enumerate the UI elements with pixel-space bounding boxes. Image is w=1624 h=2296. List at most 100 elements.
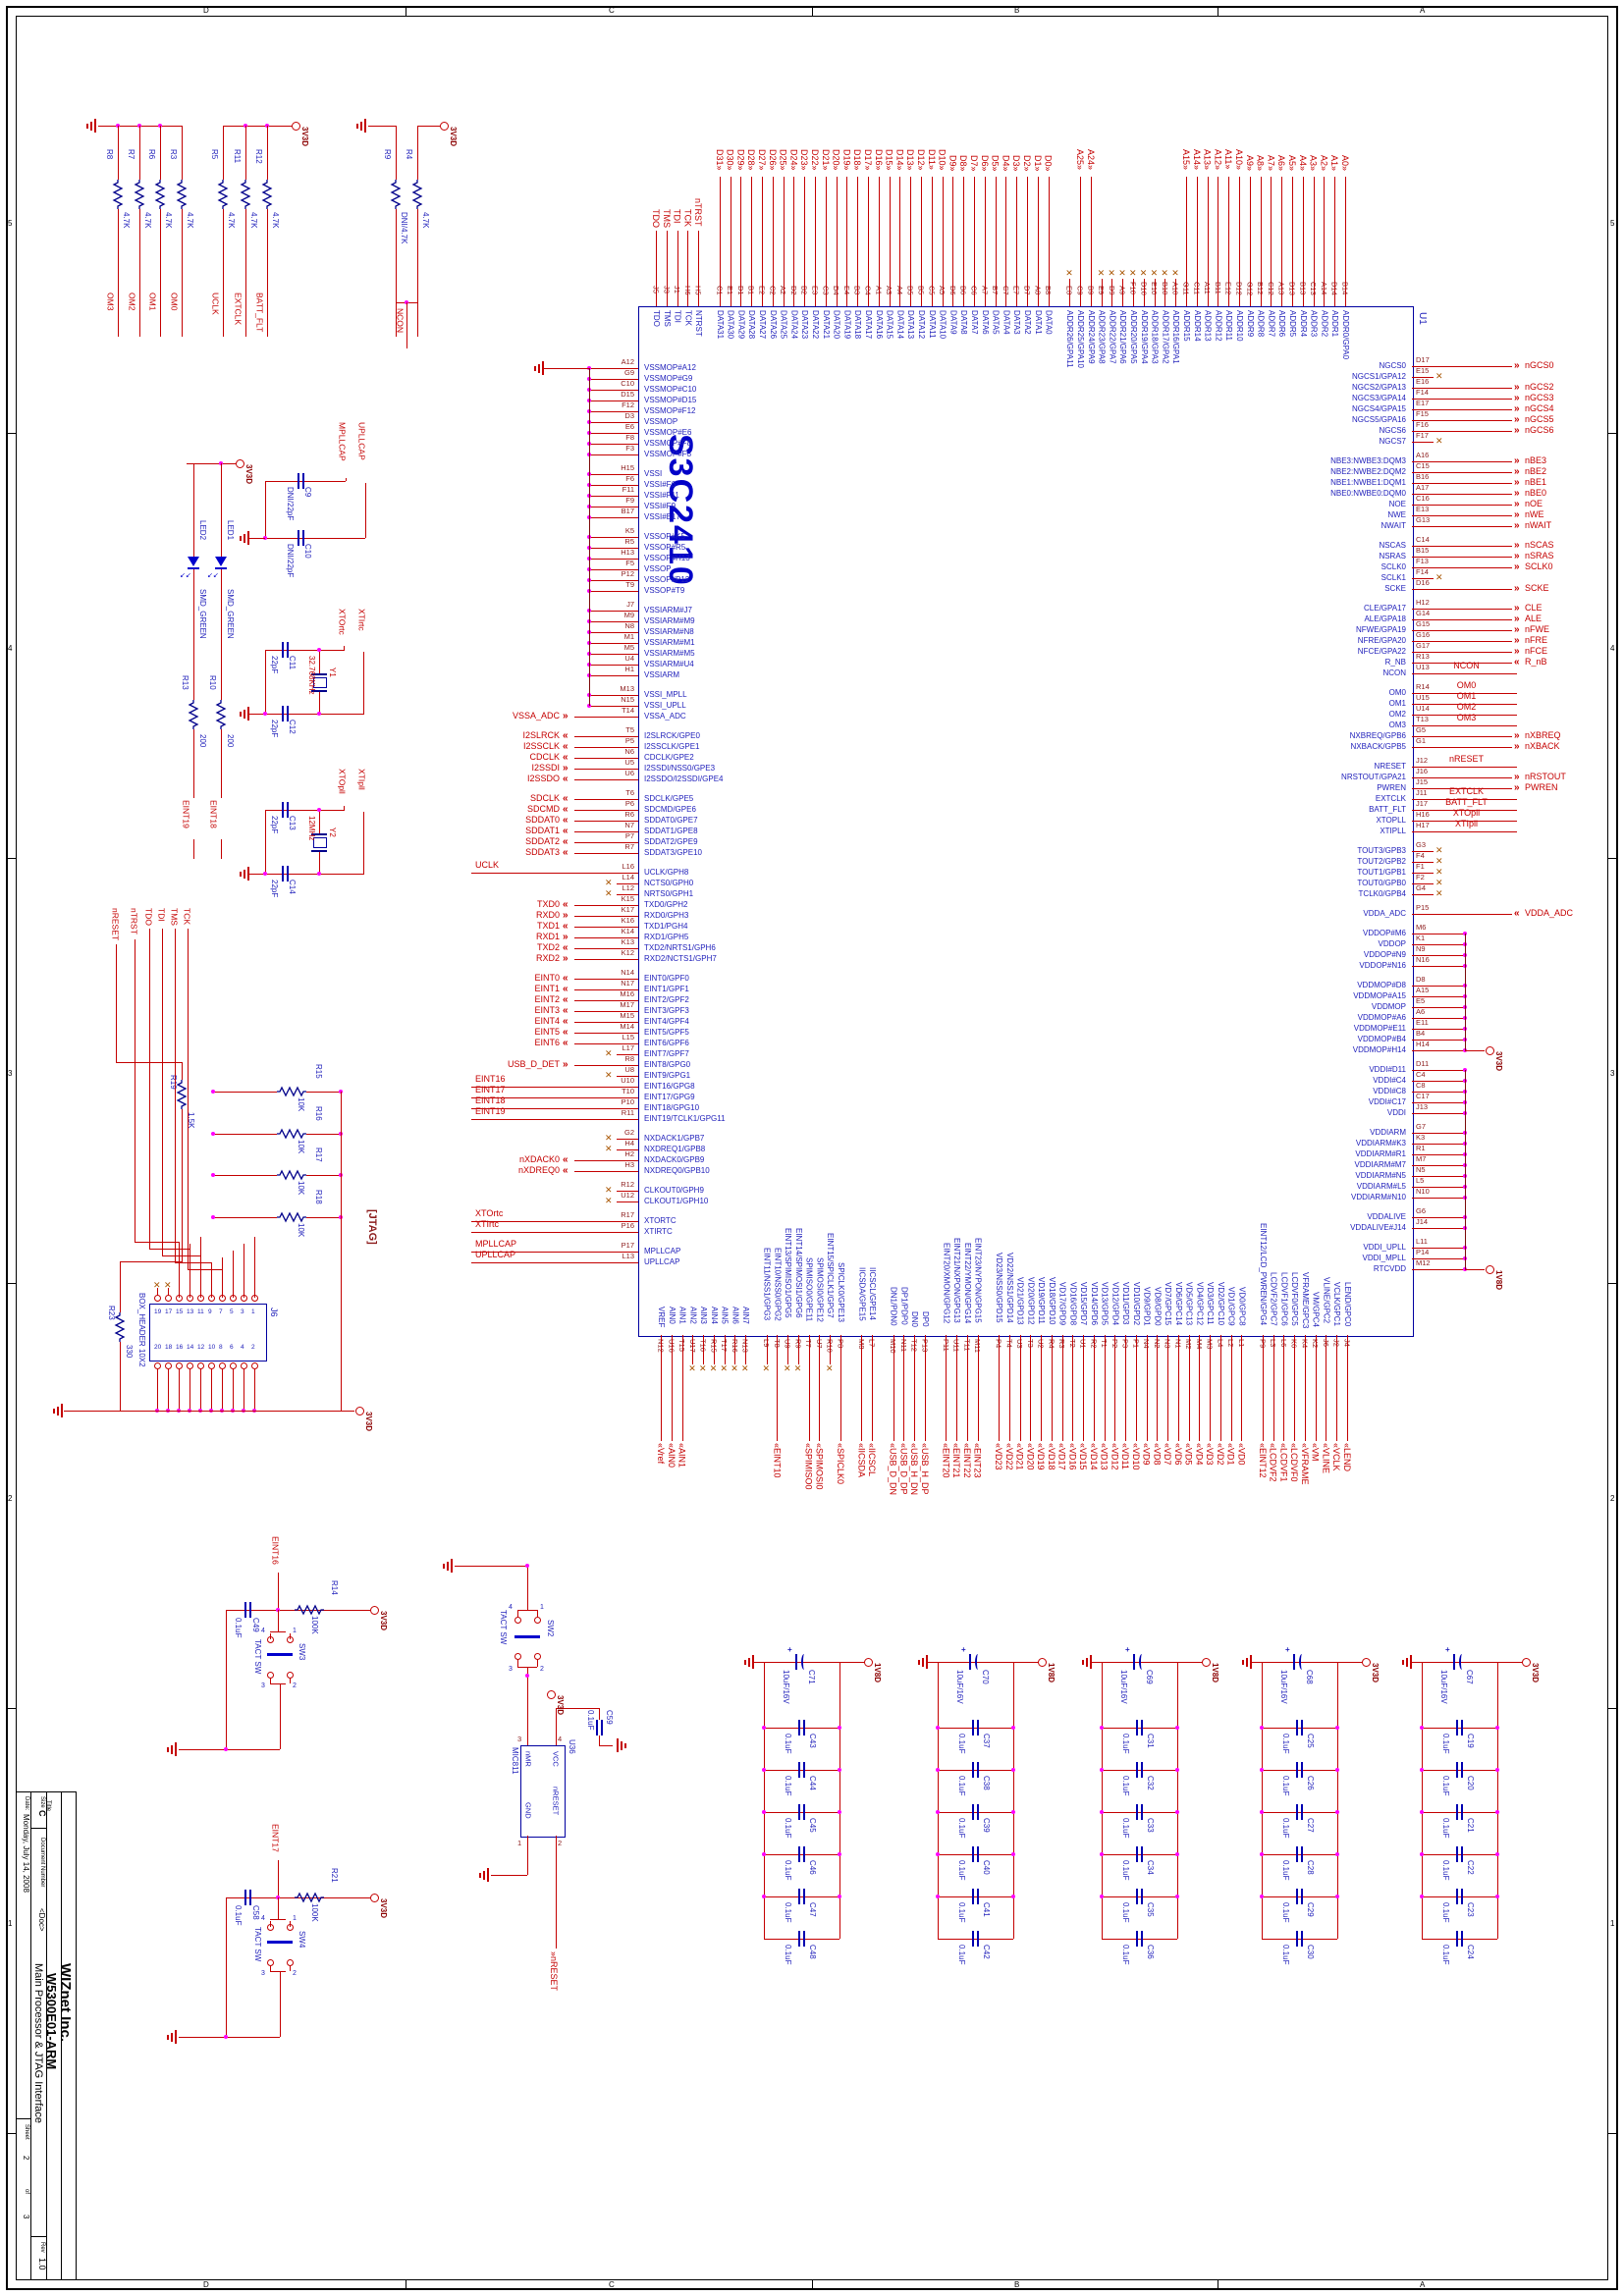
wire: [139, 209, 140, 337]
gnd-symbol: [244, 533, 245, 543]
net-label-AIN1: «AIN1: [677, 1443, 687, 1468]
pin-name-DATA6: DATA6: [980, 310, 990, 335]
pin-name-ADDR3: ADDR3: [1309, 310, 1319, 338]
wire: [517, 1610, 537, 1611]
pin-name-VSSMOP: VSSMOP: [644, 417, 678, 426]
cap-val: 0.1uF: [1121, 1945, 1130, 1965]
no-connect-x: ✕: [1435, 888, 1443, 898]
pin-name-IICSCL/GPE14: IICSCL/GPE14: [868, 1267, 877, 1320]
wire: [931, 177, 933, 306]
wire: [599, 1735, 600, 1745]
wire: [1175, 279, 1177, 306]
pin-number-L13: L13: [622, 1252, 634, 1260]
pin-number-C8: C8: [1416, 1081, 1426, 1090]
zone-letter: D: [203, 2280, 209, 2289]
net-label-D17: D17»: [863, 149, 873, 171]
wire: [471, 1232, 638, 1233]
wire: [1102, 1770, 1177, 1771]
xtal-ref: Y2: [328, 828, 337, 837]
pin-number-J14: J14: [1416, 1217, 1429, 1226]
junction-dot: [1175, 1895, 1179, 1898]
sheet-subtitle: Main Processor & JTAG Interface: [32, 1963, 44, 2124]
pin-name-ADDR4: ADDR4: [1298, 310, 1308, 338]
wire: [1412, 944, 1465, 945]
wire: [306, 1217, 341, 1218]
wire: [1412, 472, 1512, 473]
net-label-USB_D_DP: «USB_D_DP: [898, 1443, 909, 1495]
pin-name-SPIMOSI0/GPE12: SPIMOSI0/GPE12: [815, 1257, 825, 1322]
zone-letter: B: [1014, 6, 1020, 15]
net-label-VD23: «VD23: [994, 1443, 1003, 1470]
net-chevron: »: [1514, 561, 1520, 572]
wire: [221, 729, 222, 798]
power-symbol-1V8D: [1038, 1658, 1047, 1667]
cap-ref-C70: C70: [981, 1670, 990, 1684]
wire: [1337, 1662, 1363, 1663]
no-connect-x: ✕: [1139, 268, 1148, 278]
wire: [1196, 177, 1198, 306]
cap-val: 0.1uF: [1441, 1860, 1450, 1881]
net-label-EXTCLK: EXTCLK: [233, 293, 244, 326]
sheet-of-label: of: [24, 2189, 29, 2195]
xtal-plate: [311, 690, 327, 692]
cap-plate: [287, 802, 289, 818]
net-chevron: «: [563, 973, 568, 984]
net-label-EINT19: EINT19: [475, 1106, 506, 1116]
net-label-VD6: «VD6: [1172, 1443, 1183, 1466]
pin-name-LCDVF1/GPC6: LCDVF1/GPC6: [1279, 1272, 1289, 1326]
power-label-3V3D: 3V3D: [556, 1695, 565, 1716]
cap-plate: [798, 1720, 800, 1735]
junction-dot: [1011, 1768, 1015, 1772]
pin-name-NXDREQ1/GPB8: NXDREQ1/GPB8: [644, 1145, 706, 1153]
cap-ref: C12: [288, 720, 297, 734]
wire: [1005, 177, 1007, 306]
gnd-symbol: [86, 123, 88, 129]
wire: [139, 126, 140, 180]
pin-name-EINT9/GPG1: EINT9/GPG1: [644, 1071, 691, 1080]
zone-tick: [1608, 2133, 1618, 2134]
wire: [574, 979, 638, 980]
wire: [1262, 1335, 1264, 1441]
junction-dot: [211, 1215, 215, 1219]
cap-plate: [798, 1889, 800, 1904]
net-label-A5: A5»: [1287, 155, 1297, 172]
net-chevron: »: [1514, 382, 1520, 393]
wire: [1041, 1335, 1042, 1441]
no-connect-x: ✕: [1108, 268, 1115, 278]
pin-name-ADDR9: ADDR9: [1245, 310, 1255, 338]
cap-plate: [798, 1804, 800, 1820]
power-label-3V3D: 3V3D: [1531, 1663, 1540, 1683]
pin-number-M12: M12: [1416, 1258, 1431, 1267]
gnd-symbol: [90, 121, 92, 131]
junction-dot: [1420, 1852, 1424, 1856]
junction-dot: [1420, 1810, 1424, 1814]
resistor-symbol: [176, 1080, 188, 1109]
wire: [278, 1897, 279, 1919]
net-label-D14: D14»: [894, 149, 905, 171]
net-label-nBE2: nBE2: [1525, 466, 1547, 476]
zone-letter: D: [203, 6, 209, 15]
wire: [1412, 1165, 1465, 1166]
pin-name-EINT10/NSS0/GPG2: EINT10/NSS0/GPG2: [773, 1248, 783, 1321]
pin-name-NBE1:NWBE1:DQM1: NBE1:NWBE1:DQM1: [1330, 478, 1406, 487]
no-connect-x: ✕: [1065, 268, 1073, 278]
cap-ref-C71: C71: [807, 1670, 816, 1684]
wire: [1072, 1335, 1074, 1441]
gnd-symbol: [61, 1404, 63, 1417]
gnd-symbol: [447, 1561, 449, 1571]
wire: [118, 126, 119, 180]
pin-number-L14: L14: [622, 873, 634, 881]
net-label-D15: D15»: [884, 149, 894, 171]
zone-number: 3: [1610, 1069, 1615, 1078]
wire: [574, 989, 638, 990]
gnd-symbol: [1082, 1659, 1084, 1665]
pin-name-VDDOP#M6: VDDOP#M6: [1362, 929, 1406, 937]
net-label-D6: D6»: [979, 155, 990, 172]
wire: [1497, 1662, 1498, 1939]
gnd-symbol: [171, 1744, 173, 1754]
pin-number-K16: K16: [621, 916, 634, 925]
wire: [574, 1022, 638, 1023]
wire: [182, 1062, 183, 1080]
net-label-nXDREQ0: nXDREQ0: [517, 1165, 560, 1175]
wire: [233, 1251, 234, 1298]
